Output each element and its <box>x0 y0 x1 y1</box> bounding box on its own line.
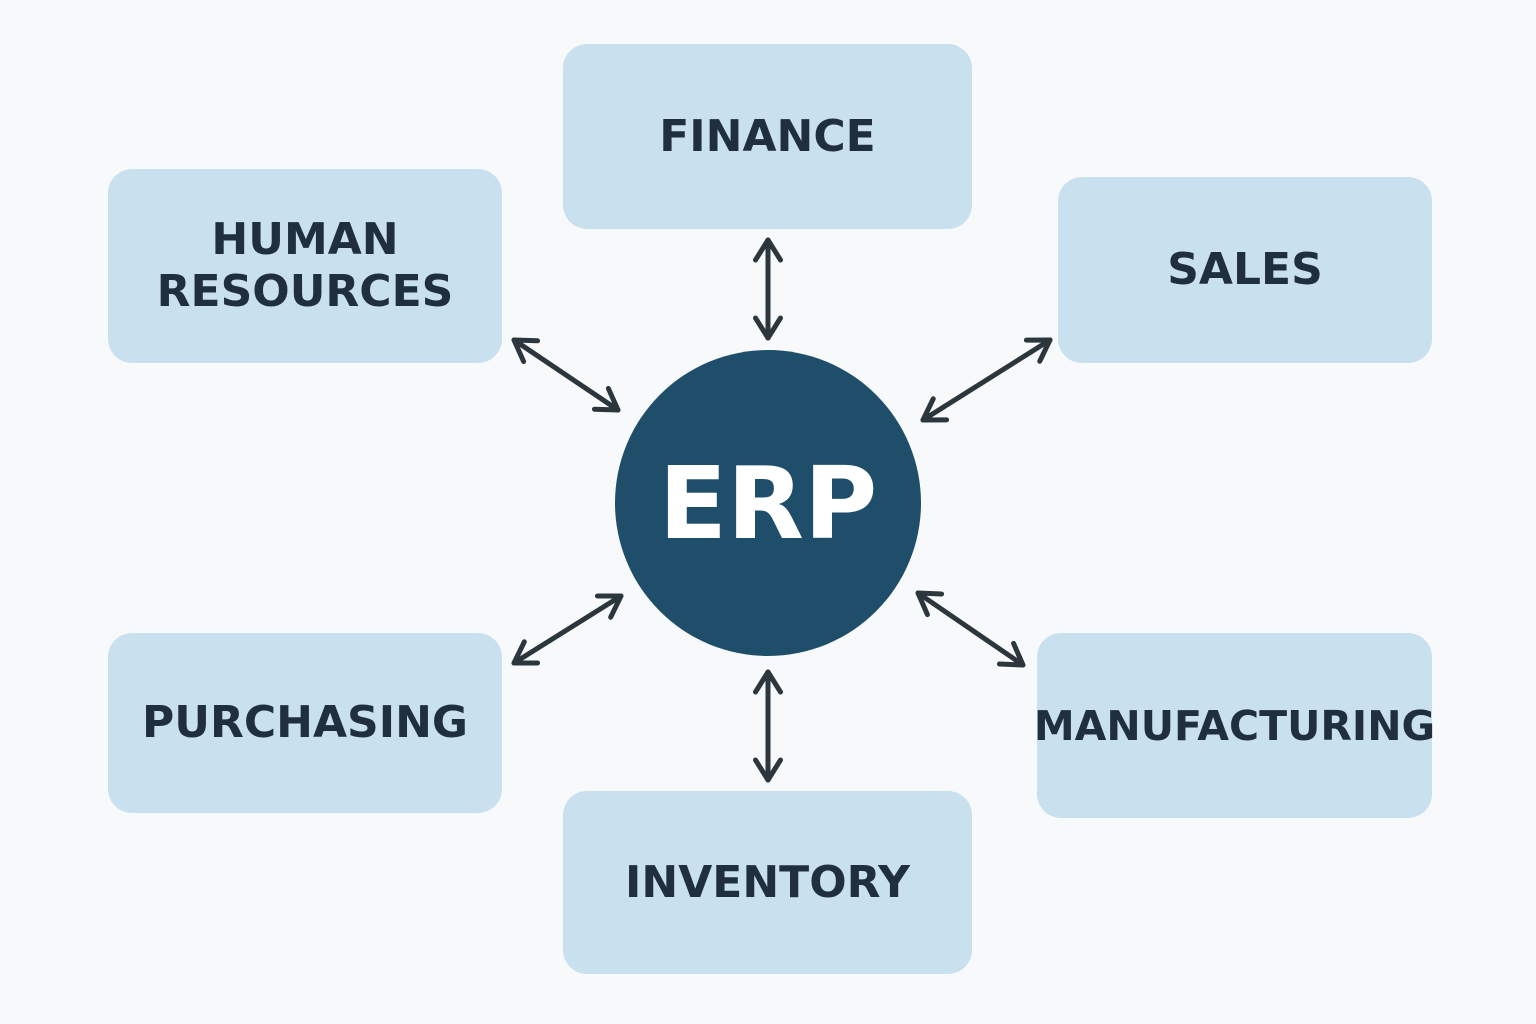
module-label: INVENTORY <box>625 856 910 908</box>
module-finance: FINANCE <box>563 44 972 229</box>
arrow-manufacturing <box>915 590 1026 668</box>
arrow-sales <box>920 337 1053 423</box>
module-manufacturing: MANUFACTURING <box>1033 633 1436 818</box>
module-label: MANUFACTURING <box>1033 701 1436 750</box>
module-label: SALES <box>1167 244 1323 295</box>
module-label: PURCHASING <box>141 697 469 748</box>
module-label: HUMAN <box>211 214 399 265</box>
erp-hub: ERP <box>615 350 921 656</box>
module-purchasing: PURCHASING <box>108 633 502 813</box>
arrow-purchasing <box>511 593 624 666</box>
module-label: RESOURCES <box>156 266 454 317</box>
module-sales: SALES <box>1058 177 1432 363</box>
module-human-resources: HUMAN RESOURCES <box>108 169 502 363</box>
module-label: FINANCE <box>659 110 876 162</box>
hub-label: ERP <box>658 444 878 562</box>
module-inventory: INVENTORY <box>563 791 972 974</box>
arrow-human-resources <box>511 337 621 413</box>
